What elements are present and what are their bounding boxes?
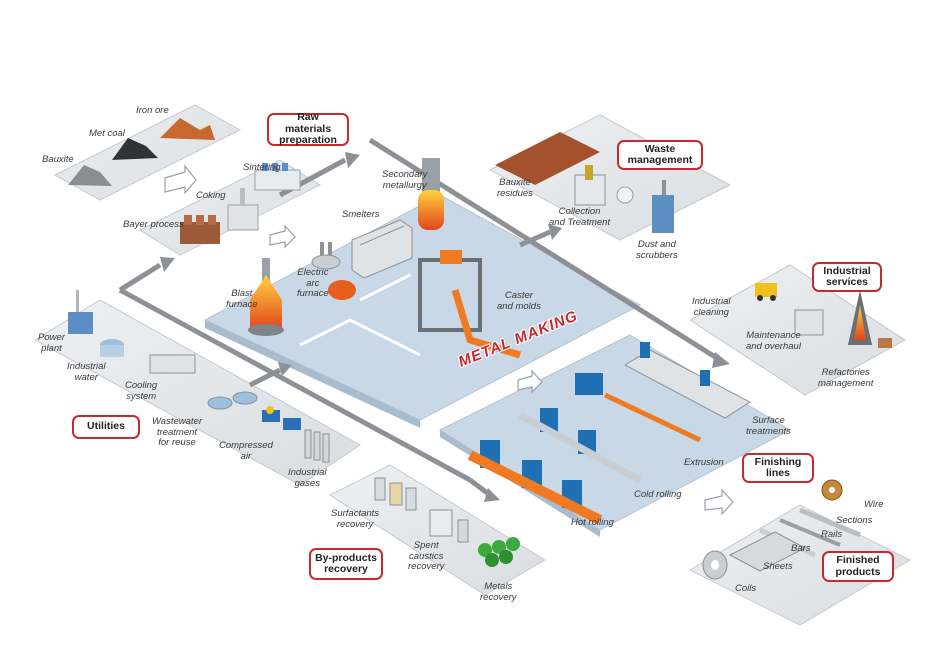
label-iron-ore: Iron ore <box>136 105 169 116</box>
callout-by-products-recovery: By-products recovery <box>309 548 383 580</box>
bauxite-residue-ponds-icon <box>495 132 600 185</box>
industrial-cleaning-vehicle-icon <box>755 283 777 301</box>
sintering-plant-icon <box>254 163 301 191</box>
surface-treatment-line-icon <box>623 342 751 419</box>
label-hot-rolling: Hot rolling <box>571 517 614 528</box>
label-collection-and-treatment: Collection and Treatment <box>549 206 611 228</box>
sections-profiles-icon <box>799 507 861 538</box>
label-coils: Coils <box>735 583 757 594</box>
rails-icon <box>779 518 841 547</box>
label-rails: Rails <box>821 529 843 540</box>
callout-finished-products: Finished products <box>822 551 894 582</box>
coking-plant-icon <box>227 188 259 231</box>
cold-rolling-mill-icon <box>518 408 642 484</box>
collection-treatment-plant-icon <box>574 165 634 206</box>
smelters-icon <box>351 219 413 279</box>
caustics-plant-icon <box>429 509 469 543</box>
callout-raw-materials-preparation: Raw materials preparation <box>267 112 349 146</box>
gas-cylinders-icon <box>304 429 330 463</box>
blast-furnace-icon <box>248 258 284 336</box>
bayer-process-tanks-icon <box>180 215 220 244</box>
callout-finishing-lines: Finishing lines <box>742 453 814 483</box>
compressed-air-units-icon <box>262 406 301 430</box>
label-maintenance-and-overhaul: Maintenance and overhaul <box>746 330 801 352</box>
label-sintering: Sintering <box>243 162 281 173</box>
outline-arrows <box>164 164 734 516</box>
electric-arc-furnace-icon <box>311 242 356 300</box>
label-cooling-system: Cooling system <box>125 380 158 402</box>
label-power-plant: Power plant <box>38 332 65 354</box>
label-secondary-metallurgy: Secondary metallurgy <box>382 169 428 191</box>
refactories-kiln-icon <box>848 290 892 348</box>
label-sheets: Sheets <box>763 561 793 572</box>
label-metals-recovery: Metals recovery <box>480 581 517 603</box>
extrusion-press-icon <box>575 373 702 443</box>
hot-rolling-mill-icon <box>467 440 603 525</box>
sheets-stack-icon <box>728 531 807 572</box>
bauxite-pile-icon <box>68 165 112 186</box>
label-cold-rolling: Cold rolling <box>634 489 682 500</box>
wastewater-treatment-icon <box>207 391 258 410</box>
label-surfactants-recovery: Surfactants recovery <box>331 508 380 530</box>
label-dust-and-scrubbers: Dust and scrubbers <box>636 239 678 261</box>
wire-coil-icon <box>821 479 843 501</box>
caster-and-molds-icon <box>418 250 522 359</box>
callout-waste-management: Waste management <box>617 140 703 170</box>
secondary-metallurgy-vessel-icon <box>418 158 444 230</box>
label-spent-caustics-recovery: Spent caustics recovery <box>408 540 445 572</box>
maintenance-equipment-icon <box>794 309 824 336</box>
label-caster-and-molds: Caster and molds <box>497 290 541 312</box>
label-compressed-air: Compressed air <box>219 440 273 462</box>
label-smelters: Smelters <box>342 209 380 220</box>
arrow-heads <box>160 152 730 502</box>
label-bauxite: Bauxite <box>42 154 74 165</box>
coils-icon <box>702 550 728 580</box>
label-coking: Coking <box>196 190 226 201</box>
water-tank-icon <box>100 339 124 357</box>
label-refactories-management: Refactories management <box>818 367 874 389</box>
label-extrusion: Extrusion <box>684 457 724 468</box>
label-industrial-cleaning: Industrial cleaning <box>692 296 731 318</box>
label-blast-furnace: Blast furnace <box>226 288 258 310</box>
label-sections: Sections <box>836 515 873 526</box>
label-bauxite-residues: Bauxite residues <box>497 177 533 199</box>
label-industrial-water: Industrial water <box>67 361 106 383</box>
callout-utilities: Utilities <box>72 415 140 439</box>
label-wastewater-treatment: Wastewater treatment for reuse <box>152 416 202 448</box>
label-wire: Wire <box>864 499 884 510</box>
label-bayer-process: Bayer process <box>123 219 184 230</box>
callout-industrial-services: Industrial services <box>812 262 882 292</box>
label-surface-treatments: Surface treatments <box>746 415 791 437</box>
label-electric-arc-furnace: Electric arc furnace <box>297 267 329 299</box>
surfactant-tanks-icon <box>374 477 417 511</box>
label-bars: Bars <box>791 543 811 554</box>
metal-recovery-drums-icon <box>478 537 520 567</box>
dust-scrubber-tower-icon <box>652 180 674 233</box>
cooling-system-icon <box>149 354 196 374</box>
label-met-coal: Met coal <box>89 128 125 139</box>
label-industrial-gases: Industrial gases <box>288 467 327 489</box>
process-piping <box>299 273 421 357</box>
iron-ore-pile-icon <box>160 118 215 140</box>
met-coal-pile-icon <box>112 138 158 160</box>
power-plant-icon <box>68 290 93 334</box>
